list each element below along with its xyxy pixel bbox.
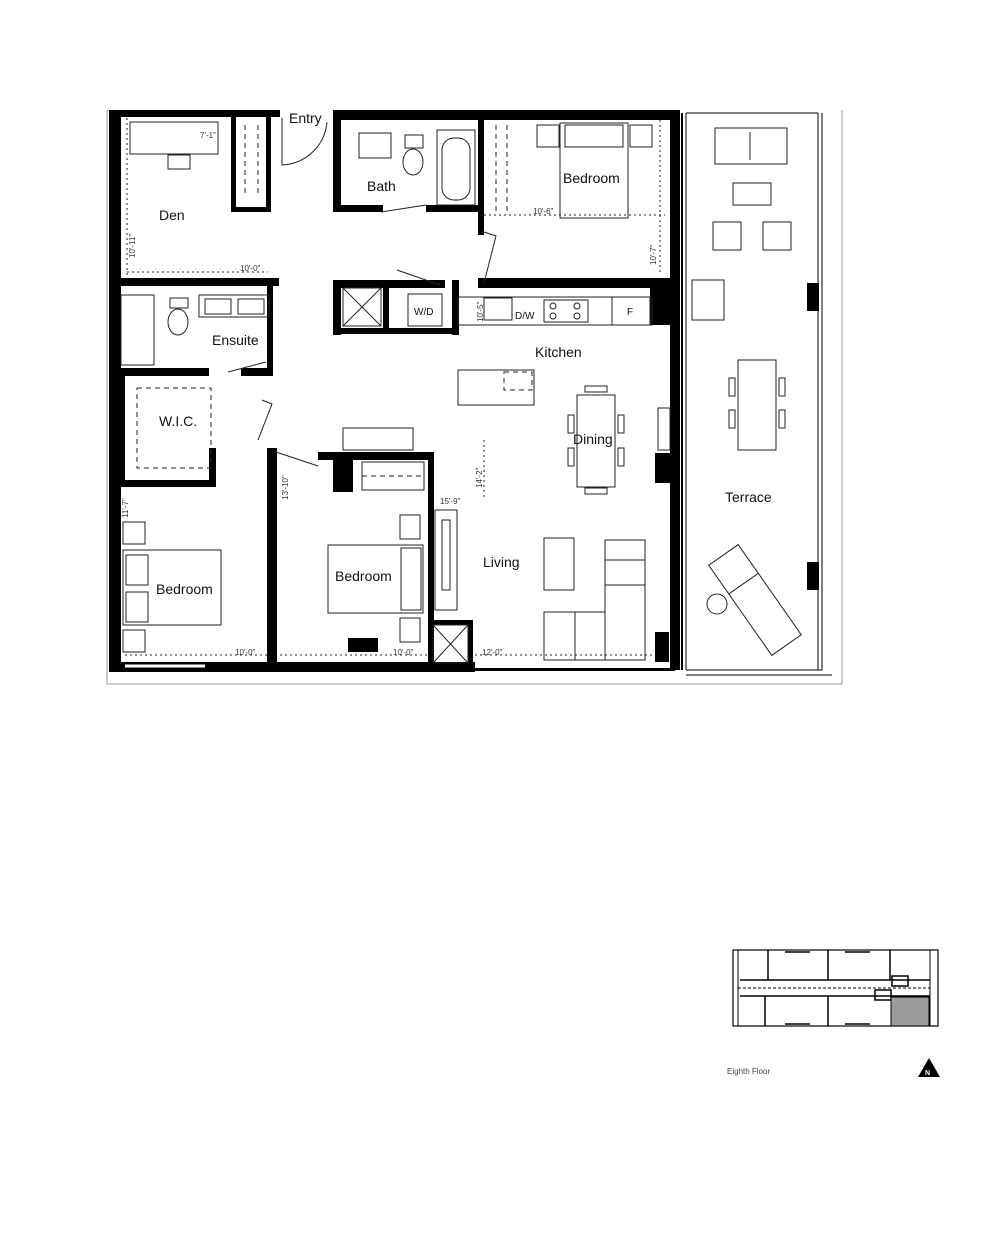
plan-frame (106, 110, 843, 685)
dim-bedroom-mid-height: 13'-10" (281, 475, 290, 500)
appliance-label-fridge: F (627, 307, 633, 318)
windows (125, 112, 832, 676)
room-label-wic: W.I.C. (159, 413, 197, 429)
room-label-bedroom-top: Bedroom (563, 170, 620, 186)
key-plan-floor-label: Eighth Floor (727, 1067, 770, 1076)
room-label-den: Den (159, 207, 185, 223)
key-plan-unit-highlight (890, 996, 930, 1027)
dim-den-length: 10'-0" (240, 264, 261, 273)
room-label-kitchen: Kitchen (535, 344, 582, 360)
room-label-ensuite: Ensuite (212, 332, 259, 348)
dim-bedroom-left-height: 11'-7" (121, 498, 130, 518)
room-label-bedroom-mid: Bedroom (335, 568, 392, 584)
room-label-bedroom-left: Bedroom (156, 581, 213, 597)
dim-den-height: 10'-11" (128, 234, 137, 258)
doors (227, 118, 497, 467)
dim-bedroom-top-height: 10'-7" (649, 244, 658, 265)
dimension-lines (125, 118, 665, 656)
room-labels: Entry Den Bath Bedroom Ensuite Kitchen W… (156, 110, 772, 597)
dimension-labels: 7'-1" 10'-11" 10'-0" 10'-6" 10'-7" 10'-5… (121, 131, 658, 657)
north-arrow-icon: N (918, 1058, 940, 1077)
dim-kitchen-depth: 10'-5" (476, 301, 485, 322)
room-label-living: Living (483, 554, 520, 570)
appliance-label-dishwasher: D/W (515, 311, 535, 322)
dim-living-height: 14'-2" (475, 467, 484, 488)
room-label-dining: Dining (573, 431, 613, 447)
dim-bedroom-top-width: 10'-6" (533, 207, 554, 216)
dim-den-width: 7'-1" (200, 131, 216, 140)
dim-living-bottom-width: 12'-0" (482, 648, 503, 657)
room-label-bath: Bath (367, 178, 396, 194)
appliance-label-washer-dryer: W/D (414, 307, 433, 318)
dim-bedroom-mid-width: 10'-0" (393, 648, 414, 657)
key-plan: Eighth Floor N (727, 949, 940, 1077)
room-label-entry: Entry (289, 110, 322, 126)
north-arrow-label: N (925, 1070, 930, 1077)
appliance-labels: W/D D/W F (414, 307, 633, 322)
dim-bedroom-left-width: 10'-0" (235, 648, 256, 657)
interior-walls (109, 110, 819, 668)
fixtures (120, 121, 802, 664)
room-label-terrace: Terrace (725, 489, 772, 505)
dim-living-width: 15'-9" (440, 497, 461, 506)
